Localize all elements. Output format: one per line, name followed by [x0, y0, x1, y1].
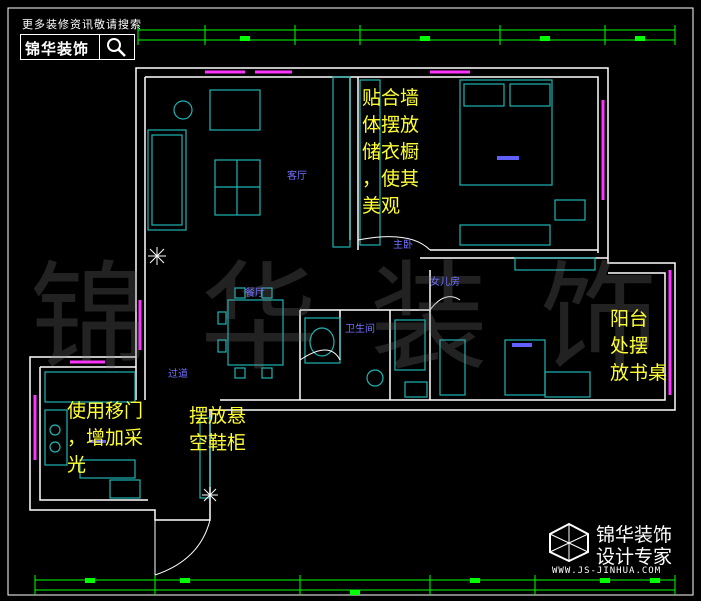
room-label-dining: 餐厅	[245, 288, 265, 299]
dimension-ticks-top	[240, 36, 645, 41]
top-note: 更多装修资讯敬请搜索	[22, 18, 142, 31]
dimension-ticks-bottom	[85, 578, 660, 595]
brand-search-box: 锦华装饰	[20, 34, 135, 60]
exterior-walls	[29, 67, 676, 521]
room-label-daughter: 女儿房	[430, 277, 460, 288]
watermark: 锦华装饰	[30, 249, 701, 387]
room-label-living: 客厅	[287, 171, 307, 182]
cube-logo-icon	[549, 522, 589, 562]
doors	[154, 236, 461, 576]
logo-name: 锦华装饰	[596, 524, 673, 546]
annotation-sliding-door: 使用移门 ，增加采 光	[67, 400, 144, 476]
dimension-lines-top	[137, 25, 676, 45]
room-label-master: 主卧	[393, 240, 413, 251]
windows	[33, 70, 672, 460]
logo-url: WWW.JS-JINHUA.COM	[552, 566, 662, 576]
room-label-corridor: 过道	[168, 369, 188, 380]
search-button[interactable]	[99, 35, 134, 59]
room-label-bathroom: 卫生间	[345, 324, 375, 335]
annotation-shoe-cabinet: 摆放悬 空鞋柜	[189, 405, 247, 454]
furniture	[44, 76, 596, 499]
plant-icon-corridor	[202, 487, 218, 503]
annotation-balcony: 阳台 处摆 放书桌	[610, 308, 668, 384]
annotation-wall-cabinet: 贴合墙 体摆放 储衣橱 ，使其 美观	[362, 87, 420, 217]
plant-icon	[148, 247, 166, 265]
magnifier-icon	[107, 38, 126, 57]
brand-name: 锦华装饰	[25, 40, 90, 58]
logo-slogan: 设计专家	[596, 546, 673, 568]
room-markers	[90, 156, 532, 443]
